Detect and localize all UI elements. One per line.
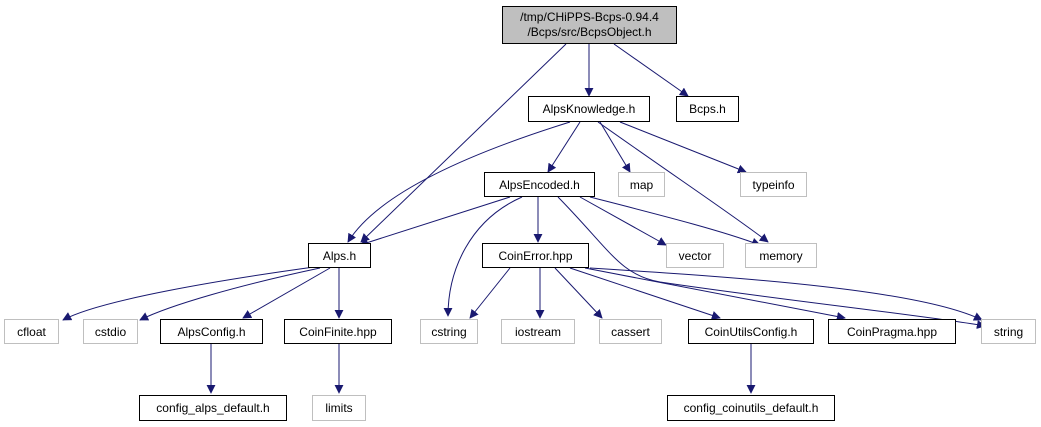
node-label: AlpsConfig.h bbox=[177, 324, 246, 339]
node-coinerror-hpp[interactable]: CoinError.hpp bbox=[482, 243, 589, 268]
node-root-line2: /Bcps/src/BcpsObject.h bbox=[527, 25, 652, 39]
node-label: config_coinutils_default.h bbox=[683, 401, 819, 415]
node-string[interactable]: string bbox=[981, 319, 1036, 344]
node-label: map bbox=[629, 177, 654, 192]
node-alpsknowledge-h[interactable]: AlpsKnowledge.h bbox=[528, 96, 650, 122]
node-root-line1: /tmp/CHiPPS-Bcps-0.94.4 bbox=[520, 10, 659, 24]
edge-alpsencoded-memory bbox=[589, 196, 761, 247]
node-label: cfloat bbox=[17, 324, 46, 339]
node-label: vector bbox=[678, 248, 712, 263]
edge-alpsknowledge-alps bbox=[347, 121, 571, 243]
edge-coinerror-string bbox=[589, 267, 983, 321]
edge-alps-alpsconfig bbox=[242, 267, 331, 319]
node-iostream[interactable]: iostream bbox=[501, 319, 575, 344]
edge-alpsencoded-cstring bbox=[443, 196, 523, 317]
node-limits[interactable]: limits bbox=[312, 395, 366, 421]
node-label: CoinUtilsConfig.h bbox=[704, 324, 798, 339]
node-config-alps-default-h[interactable]: config_alps_default.h bbox=[139, 395, 287, 421]
node-vector[interactable]: vector bbox=[666, 243, 724, 268]
edge-coinerror-cassert bbox=[554, 267, 603, 319]
node-memory[interactable]: memory bbox=[745, 243, 817, 268]
node-typeinfo[interactable]: typeinfo bbox=[740, 172, 807, 197]
edge-alps-cfloat bbox=[62, 266, 315, 321]
edge-root-bcps bbox=[613, 43, 689, 97]
node-label: AlpsKnowledge.h bbox=[542, 102, 636, 116]
node-label: cstdio bbox=[94, 324, 127, 339]
node-label: Bcps.h bbox=[689, 102, 726, 116]
node-cstdio[interactable]: cstdio bbox=[83, 319, 138, 344]
edge-alpsencoded-alps bbox=[359, 196, 511, 247]
node-label: string bbox=[993, 324, 1024, 339]
edge-alpsencoded-string bbox=[557, 196, 986, 329]
node-cstring[interactable]: cstring bbox=[420, 319, 478, 344]
node-bcps-h[interactable]: Bcps.h bbox=[676, 96, 739, 122]
edge-alps-cstdio bbox=[139, 267, 321, 321]
node-cassert[interactable]: cassert bbox=[599, 319, 662, 344]
node-alpsconfig-h[interactable]: AlpsConfig.h bbox=[160, 319, 263, 344]
node-label: limits bbox=[325, 401, 353, 415]
node-alps-h[interactable]: Alps.h bbox=[308, 243, 371, 268]
node-label: CoinFinite.hpp bbox=[299, 324, 377, 339]
edge-alpsknowledge-typeinfo bbox=[619, 121, 747, 174]
node-label: CoinPragma.hpp bbox=[846, 324, 938, 339]
node-coinutilsconfig-h[interactable]: CoinUtilsConfig.h bbox=[688, 319, 814, 344]
node-coinfinite-hpp[interactable]: CoinFinite.hpp bbox=[284, 319, 392, 344]
node-label: CoinError.hpp bbox=[498, 248, 573, 263]
edge-alpsencoded-vector bbox=[579, 196, 667, 246]
node-config-coinutils-default-h[interactable]: config_coinutils_default.h bbox=[667, 395, 835, 421]
edge-coinerror-coinpragma bbox=[584, 267, 846, 321]
node-label: AlpsEncoded.h bbox=[499, 177, 580, 192]
node-alpsencoded-h[interactable]: AlpsEncoded.h bbox=[484, 172, 595, 197]
node-label: cassert bbox=[611, 324, 650, 339]
node-bcpsobject-h[interactable]: /tmp/CHiPPS-Bcps-0.94.4 /Bcps/src/BcpsOb… bbox=[502, 6, 677, 44]
edge-alpsknowledge-alpsencoded bbox=[547, 121, 581, 173]
node-label: typeinfo bbox=[752, 177, 795, 192]
edge-coinerror-cstring bbox=[469, 267, 511, 319]
edge-root-alps bbox=[360, 43, 567, 243]
node-label: cstring bbox=[431, 324, 467, 339]
node-cfloat[interactable]: cfloat bbox=[4, 319, 59, 344]
node-label: Alps.h bbox=[322, 248, 357, 263]
edge-alpsknowledge-map bbox=[599, 121, 631, 173]
node-label: config_alps_default.h bbox=[156, 401, 270, 415]
node-label: memory bbox=[759, 248, 803, 263]
edge-alpsknowledge-memory bbox=[597, 121, 769, 243]
node-label: iostream bbox=[514, 324, 561, 339]
node-coinpragma-hpp[interactable]: CoinPragma.hpp bbox=[828, 319, 956, 344]
node-map[interactable]: map bbox=[618, 172, 665, 197]
edge-coinerror-coinutilsconfig bbox=[569, 267, 721, 320]
